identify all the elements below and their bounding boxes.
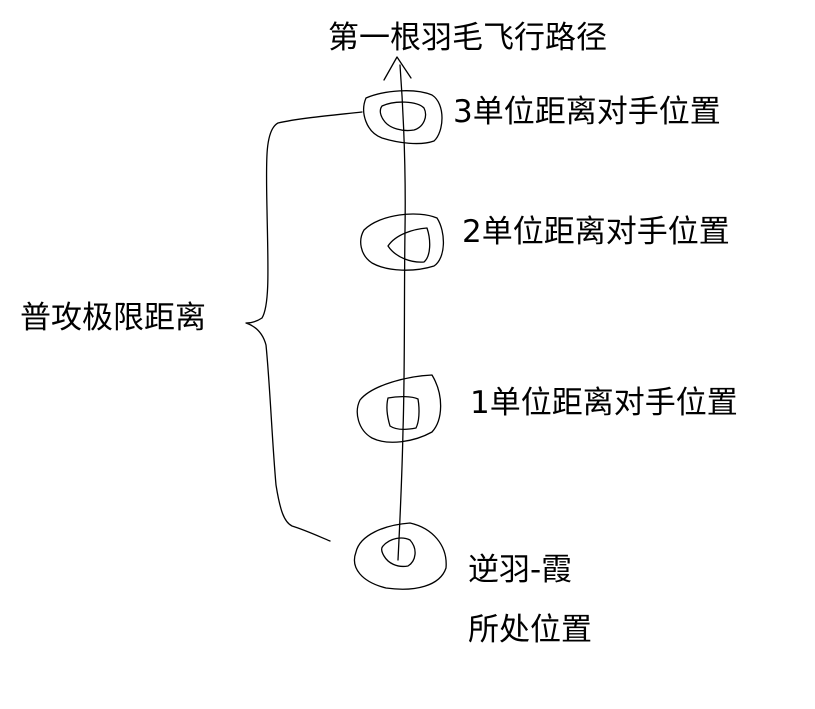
- player-outer-ring: [353, 522, 447, 590]
- range-brace: [245, 111, 363, 542]
- opponent-1-inner-ring: [386, 395, 420, 430]
- flight-path-title: 第一根羽毛飞行路径: [328, 20, 607, 56]
- opponent-3-inner-ring: [379, 101, 427, 132]
- opponent-3-label: 3单位距离对手位置: [453, 94, 721, 130]
- opponent-2-marker: [360, 213, 445, 271]
- player-position-label: 所处位置: [468, 612, 592, 648]
- range-label: 普攻极限距离: [20, 300, 206, 336]
- opponent-1-outer-ring: [356, 374, 442, 443]
- opponent-1-marker: [356, 374, 442, 443]
- player-inner-ring: [380, 537, 416, 568]
- opponent-2-outer-ring: [360, 213, 445, 271]
- flight-path-arrowhead: [383, 56, 412, 81]
- opponent-3-outer-ring: [363, 90, 443, 145]
- opponent-3-marker: [363, 90, 443, 145]
- opponent-1-label: 1单位距离对手位置: [470, 385, 738, 421]
- player-marker: [353, 522, 447, 590]
- player-name-label: 逆羽-霞: [468, 552, 573, 588]
- flight-path-line: [397, 64, 406, 561]
- opponent-2-label: 2单位距离对手位置: [462, 214, 730, 250]
- opponent-2-inner-ring: [387, 227, 431, 263]
